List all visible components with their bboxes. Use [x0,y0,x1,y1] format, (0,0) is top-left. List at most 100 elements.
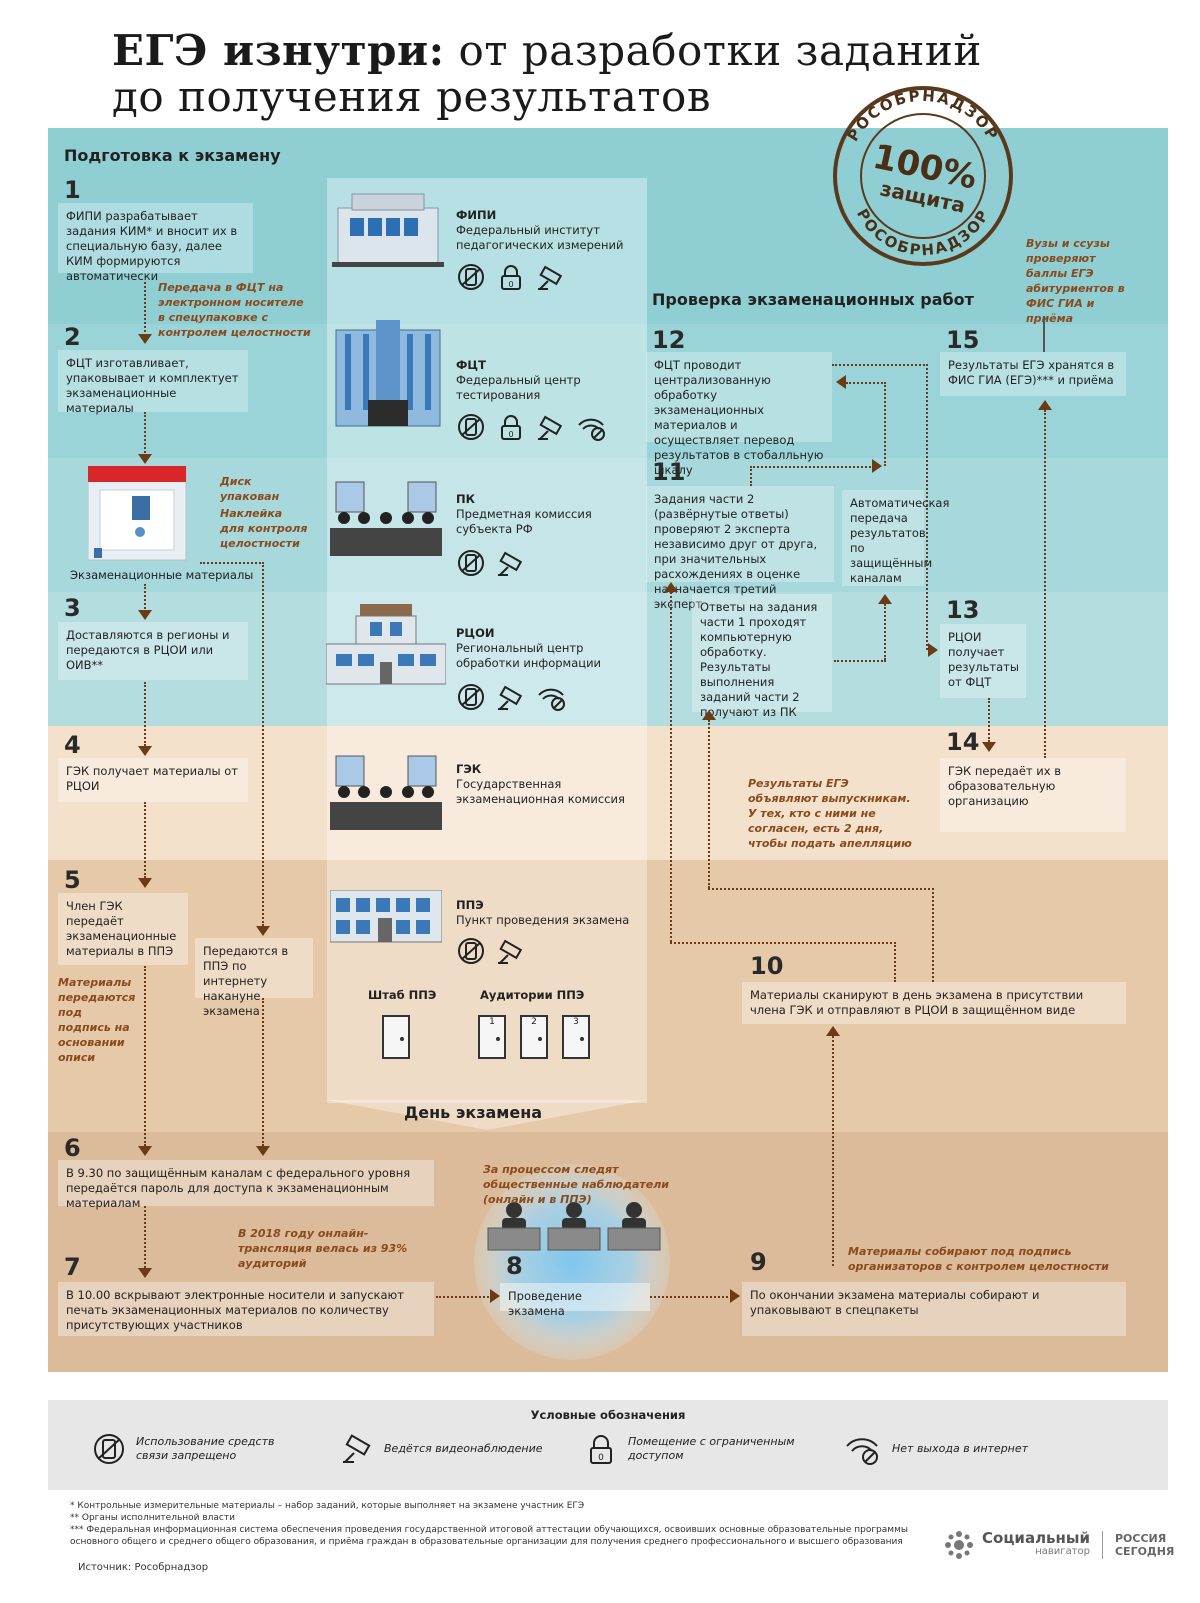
arrow-10-11 [664,582,678,592]
lock-icon: 0 [496,262,526,292]
band-4 [48,592,1168,726]
legend-item-lock: 0 Помещение с ограниченным доступом [584,1432,798,1466]
flow-14-15 [1044,410,1046,758]
ppe-icons [456,936,526,966]
flow-7-8 [436,1296,492,1298]
step-10-text: Материалы сканируют в день экзамена в пр… [742,982,1126,1024]
camera-icon [536,412,566,442]
rosobrnadzor-stamp: РОСОБРНАДЗОР РОСОБРНАДЗОР 100% защита [833,86,1013,266]
flow-pack-internet-v [262,562,264,926]
arrow-11b-auto [878,594,892,604]
flow-1-2 [144,282,146,336]
flow-10-up [894,942,896,982]
arrow-7-8 [490,1289,500,1303]
no-phone-icon [456,682,486,712]
step-15-text: Результаты ЕГЭ хранятся в ФИС ГИА (ЕГЭ)*… [940,352,1126,396]
note-universities: Вузы и ссузы проверяют баллы ЕГЭ абитури… [1026,237,1125,325]
source: Источник: Рособрнадзор [78,1562,209,1573]
flow-2-pack [144,412,146,456]
arrow-11-auto [872,459,882,473]
pk-committee-icon [330,481,442,556]
arrow-8-9 [730,1289,740,1303]
flow-10-11b-up [932,888,934,982]
pk-icons [456,548,526,578]
arrow-4-5 [138,878,152,888]
flow-8-9 [650,1296,732,1298]
flow-10-11-h [670,942,896,944]
camera-icon [343,1434,371,1463]
arrow-pack-3 [138,610,152,620]
brand-star-icon [945,1531,973,1559]
arrow-internet-6 [256,1146,270,1156]
flow-pack-internet-h [200,562,264,564]
step-11c-text: Автоматическая передача результатов по з… [842,490,949,586]
step-1-number: 1 [64,176,81,204]
brand-line1: Социальный [982,1529,1090,1547]
arrow-13-14 [982,742,996,752]
flow-5-6 [144,966,146,1146]
lock-icon: 0 [496,412,526,442]
step-11b-text: Ответы на задания части 1 проходят компь… [692,594,832,719]
arrow-14-15 [1038,400,1052,410]
svg-text:РОСОБРНАДЗОР: РОСОБРНАДЗОР [844,87,1003,145]
step-11-text: Задания части 2 (развёрнутые ответы) про… [646,486,834,611]
svg-text:0: 0 [598,1453,604,1463]
step-12-number: 12 [652,326,686,354]
room-door-3: 3 [562,1015,590,1059]
step-1-text: ФИПИ разрабатывает задания КИМ* и вносит… [58,203,253,283]
camera-icon [536,262,566,292]
legend-item-camera: Ведётся видеонаблюдение [340,1432,544,1466]
room-door-2: 2 [520,1015,548,1059]
step-2-number: 2 [64,323,81,351]
arrow-2-pack [138,454,152,464]
flow-pack-3 [144,584,146,612]
svg-text:0: 0 [508,430,513,439]
step-11-number: 11 [652,458,686,486]
materials-label: Экзаменационные материалы [70,568,254,582]
no-wifi-icon [576,412,606,442]
flow-6-7 [144,1206,146,1268]
flow-10-11-v [670,592,672,942]
step-6-number: 6 [64,1134,81,1162]
flow-11b-auto-h [834,660,886,662]
note-observers: За процессом следят общественные наблюда… [483,1163,669,1206]
step-13-text: РЦОИ получает результаты от ФЦТ [940,624,1026,698]
note-disk-packed: Диск упакован [220,475,280,503]
arrow-1-2 [138,334,152,344]
stamp-ring-top: РОСОБРНАДЗОР [844,87,1001,145]
flow-10-11b-v [708,720,710,888]
gek-commission-icon [330,755,442,830]
step-12-text: ФЦТ проводит централизованную обработку … [646,352,832,477]
package-icon [88,466,187,561]
arrow-3-4 [138,746,152,756]
fipi-building-icon [332,193,444,267]
arrow-6-7 [138,1268,152,1278]
footnote-2: ** Органы исполнительной власти [70,1513,235,1523]
step-4-text: ГЭК получает материалы от РЦОИ [58,758,248,802]
rcoi-icons [456,682,566,712]
arrow-9-10 [826,1026,840,1036]
column-arrow-tip [327,1100,647,1130]
ppe-building-icon [330,890,442,943]
rcoi-building-icon [326,604,446,685]
flow-internet-6 [262,998,264,1146]
section-check: Проверка экзаменационных работ [652,290,974,309]
no-wifi-icon [536,682,566,712]
room-door-1: 1 [478,1015,506,1059]
step-9-number: 9 [750,1248,767,1276]
step-14-number: 14 [946,728,980,756]
step-5b-text: Передаются в ППЭ по интернету накануне э… [195,938,313,1018]
band-5 [48,726,1168,860]
step-6-text: В 9.30 по защищённым каналам с федеральн… [58,1160,434,1210]
lock-icon: 0 [590,1435,612,1464]
footnote-1: * Контрольные измерительные материалы – … [70,1501,585,1511]
flow-4-5 [144,802,146,878]
note-signature: Материалы передаются под подпись на осно… [58,976,136,1064]
camera-icon [496,936,526,966]
flow-11b-auto-v [884,604,886,660]
flow-12-13-h [832,364,928,366]
no-phone-icon [94,1434,124,1464]
